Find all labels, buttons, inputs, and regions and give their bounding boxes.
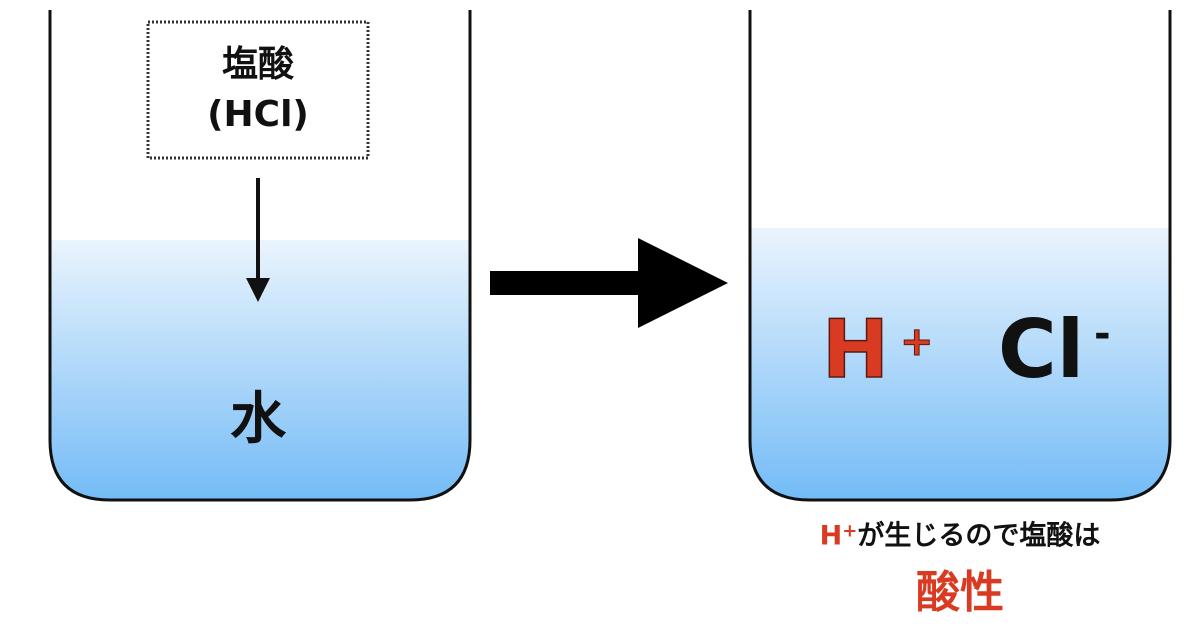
- right-beaker-water: [750, 228, 1170, 500]
- arrow-down-icon: [246, 178, 270, 302]
- caption-hydrogen-symbol: H: [819, 520, 843, 552]
- caption-sentence: が生じるので塩酸は: [857, 520, 1101, 552]
- chloride-ion-symbol: Cl: [998, 303, 1085, 396]
- water-label: 水: [230, 387, 286, 452]
- reagent-formula: (HCl): [207, 94, 309, 135]
- right-beaker: [748, 10, 1172, 502]
- left-beaker: [48, 10, 472, 502]
- arrow-right-icon: [490, 238, 728, 328]
- reagent-name: 塩酸: [221, 44, 294, 85]
- caption-hydrogen-charge: +: [842, 520, 858, 542]
- reagent-label: 塩酸 (HCl): [148, 22, 368, 158]
- chloride-ion-charge: -: [1094, 311, 1111, 357]
- right-beaker-outline: [748, 10, 1172, 502]
- reagent-label-box: [146, 20, 370, 160]
- caption-text: H+が生じるので塩酸は: [819, 520, 1101, 552]
- acidity-conclusion: 酸性: [916, 567, 1004, 618]
- hydrogen-ion-symbol: H: [821, 303, 889, 396]
- left-beaker-outline: [48, 10, 472, 502]
- hydrogen-ion-charge: +: [900, 319, 935, 365]
